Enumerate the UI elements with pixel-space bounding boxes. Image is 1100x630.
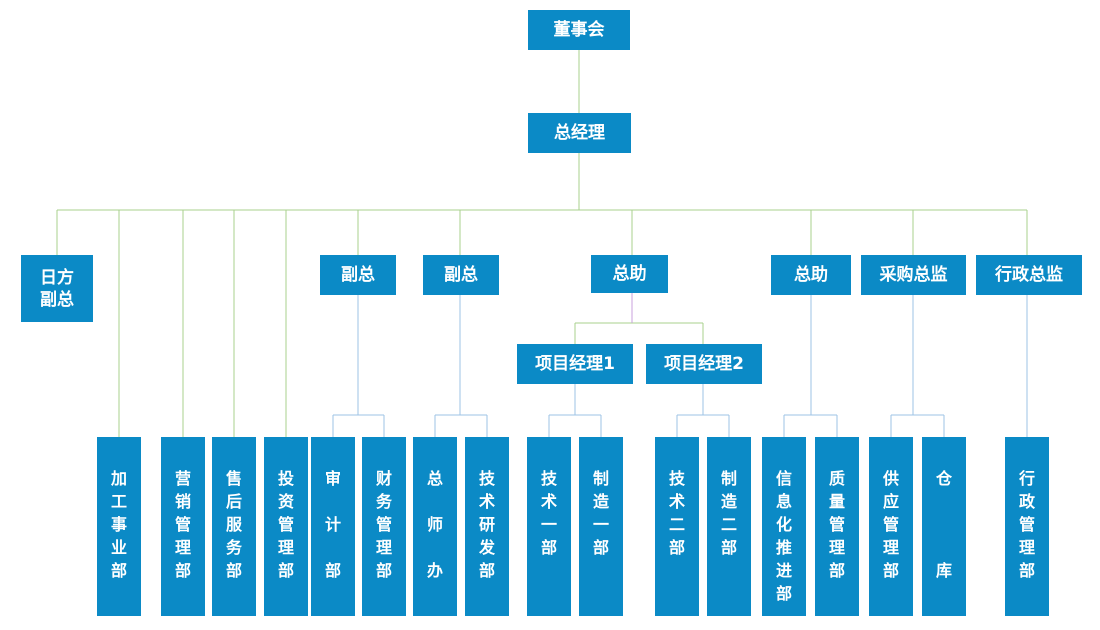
marketing-dept-node: 营 销 管 理 部 bbox=[161, 437, 205, 616]
general-manager-node: 总经理 bbox=[528, 113, 631, 153]
chief-engineer-office-node: 总 师 办 bbox=[413, 437, 457, 616]
board-node: 董事会 bbox=[528, 10, 630, 50]
tech-dept-1-node: 技 术 一 部 bbox=[527, 437, 571, 616]
audit-dept-node: 审 计 部 bbox=[311, 437, 355, 616]
warehouse-node: 仓 库 bbox=[922, 437, 966, 616]
processing-division-node: 加 工 事 业 部 bbox=[97, 437, 141, 616]
supply-dept-node: 供 应 管 理 部 bbox=[869, 437, 913, 616]
vice-president-2-node: 副总 bbox=[423, 255, 499, 295]
investment-dept-node: 投 资 管 理 部 bbox=[264, 437, 308, 616]
after-sales-dept-node: 售 后 服 务 部 bbox=[212, 437, 256, 616]
finance-dept-node: 财 务 管 理 部 bbox=[362, 437, 406, 616]
japanese-vice-president-node: 日方 副总 bbox=[21, 255, 93, 322]
quality-dept-node: 质 量 管 理 部 bbox=[815, 437, 859, 616]
rd-dept-node: 技 术 研 发 部 bbox=[465, 437, 509, 616]
procurement-director-node: 采购总监 bbox=[861, 255, 966, 295]
vice-president-1-node: 副总 bbox=[320, 255, 396, 295]
assistant-gm-2-node: 总助 bbox=[771, 255, 851, 295]
tech-dept-2-node: 技 术 二 部 bbox=[655, 437, 699, 616]
project-manager-1-node: 项目经理1 bbox=[517, 344, 633, 384]
project-manager-2-node: 项目经理2 bbox=[646, 344, 762, 384]
assistant-gm-1-node: 总助 bbox=[591, 255, 668, 293]
admin-director-node: 行政总监 bbox=[976, 255, 1082, 295]
it-promotion-dept-node: 信 息 化 推 进 部 bbox=[762, 437, 806, 616]
manufacturing-dept-2-node: 制 造 二 部 bbox=[707, 437, 751, 616]
administration-dept-node: 行 政 管 理 部 bbox=[1005, 437, 1049, 616]
manufacturing-dept-1-node: 制 造 一 部 bbox=[579, 437, 623, 616]
